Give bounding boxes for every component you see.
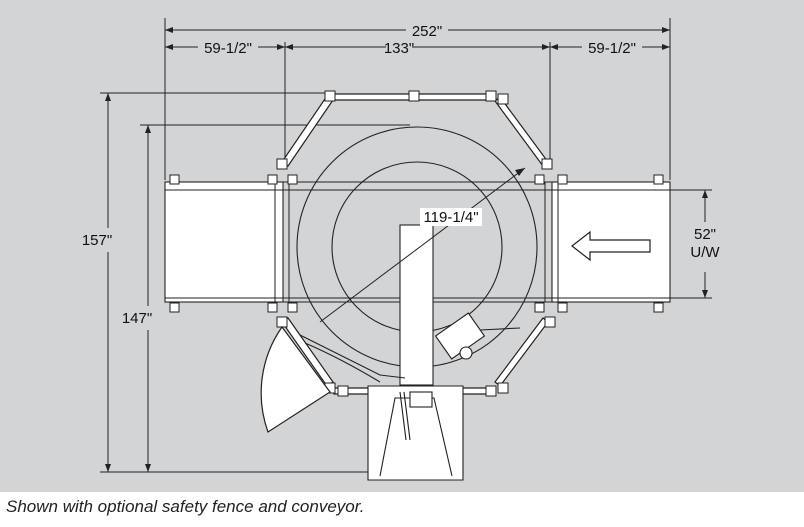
overall-width-label: 252" [412,23,442,40]
radius-label: 119-1/4" [423,209,478,226]
right-width-label: 59-1/2" [588,40,636,57]
figure-caption: Shown with optional safety fence and con… [6,497,365,516]
overall-depth-label: 157" [82,232,112,249]
top-view-drawing: 252" 59-1/2" 133" 59-1/2" 157" 147" 119-… [82,18,720,481]
left-width-label: 59-1/2" [204,40,252,57]
center-width-label: 133" [384,40,414,57]
conveyor-width-label: 52" [694,226,716,243]
inner-depth-label: 147" [122,310,152,327]
conveyor-width-note: U/W [690,244,720,261]
